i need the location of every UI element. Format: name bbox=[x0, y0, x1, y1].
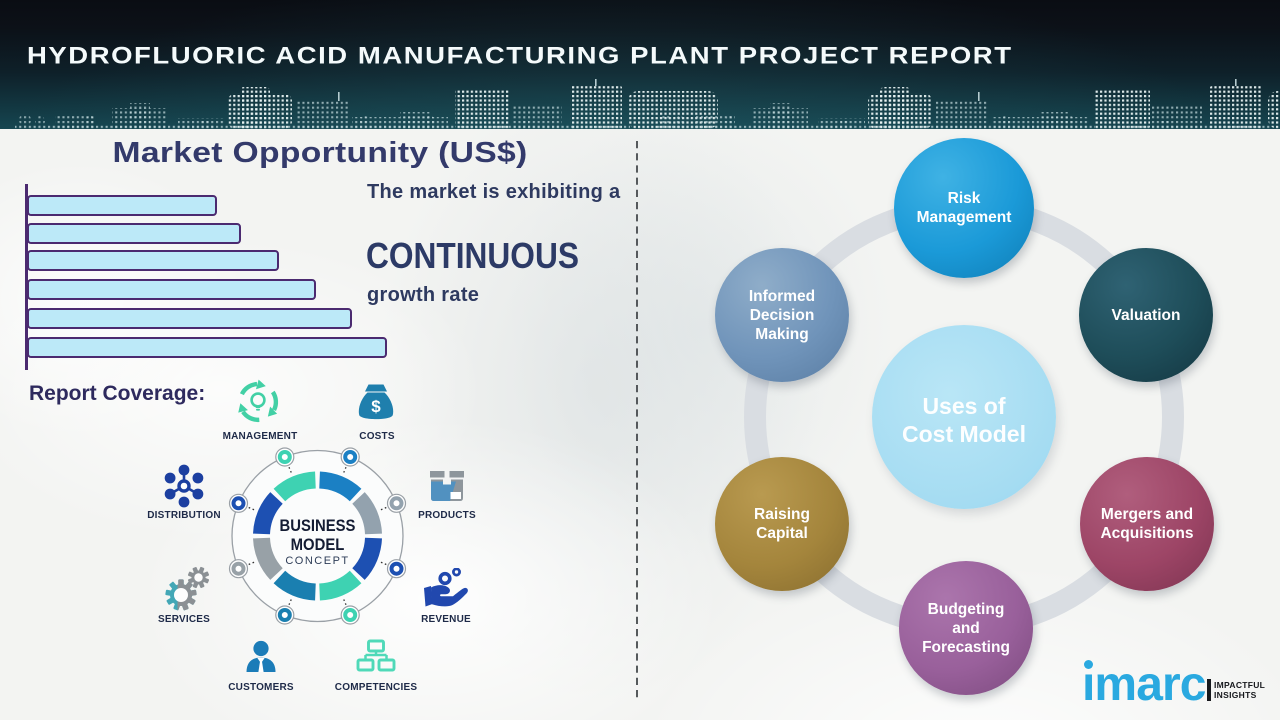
svg-text:$: $ bbox=[371, 397, 381, 416]
